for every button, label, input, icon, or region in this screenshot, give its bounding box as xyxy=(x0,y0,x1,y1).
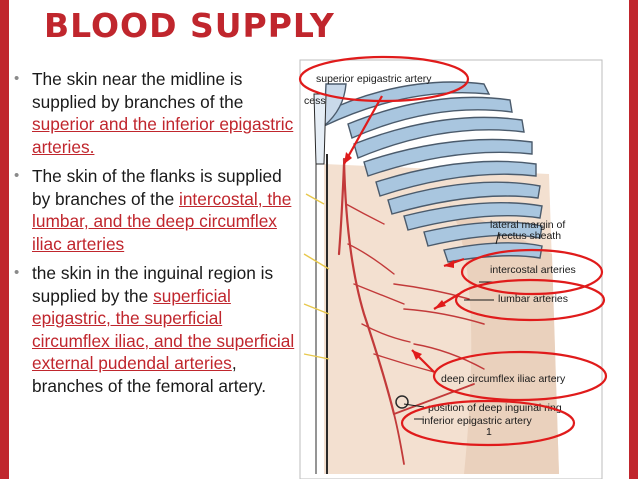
slide-title: BLOOD SUPPLY xyxy=(44,6,335,45)
bullet-highlight: superior and the inferior epigastric art… xyxy=(32,114,294,157)
bullet-item: • The skin near the midline is supplied … xyxy=(14,68,296,158)
right-accent-bar xyxy=(629,0,638,479)
superior-arrow xyxy=(343,95,383,165)
label-superior-epigastric: superior epigastric artery xyxy=(316,73,432,85)
flank-shading xyxy=(449,204,559,474)
label-inferior-epigastric: inferior epigastric artery xyxy=(422,415,532,427)
label-deep-circumflex: deep circumflex iliac artery xyxy=(441,373,566,385)
label-position-ring: position of deep inguinal ring xyxy=(428,402,562,414)
superior-ellipse xyxy=(298,55,470,103)
abdominal-wall-illustration: superior epigastric artery cess lateral … xyxy=(298,55,608,479)
deep-circumflex-ellipse xyxy=(432,350,608,402)
bullet-text: The skin near the midline is supplied by… xyxy=(32,69,244,112)
bullet-highlight: intercostal, the lumbar, and the deep ci… xyxy=(32,188,292,254)
bullet-item: • The skin of the flanks is supplied by … xyxy=(14,165,296,255)
inferior-ellipse xyxy=(400,399,576,447)
bullet-dot-icon: • xyxy=(14,70,20,87)
bullet-text: the skin in the inguinal region is suppl… xyxy=(32,263,274,306)
label-lateral-margin-2: rectus sheath xyxy=(498,230,561,242)
bullet-dot-icon: • xyxy=(14,167,20,184)
rib-cage xyxy=(319,81,543,263)
label-one: 1 xyxy=(486,426,492,438)
bullet-item: • the skin in the inguinal region is sup… xyxy=(14,262,296,397)
annotations xyxy=(298,55,608,447)
label-intercostal: intercostal arteries xyxy=(490,264,576,276)
figure-labels: superior epigastric artery cess lateral … xyxy=(304,73,576,438)
label-lateral-margin-1: lateral margin of xyxy=(490,219,565,231)
lumbar-ellipse xyxy=(454,278,606,322)
nerves xyxy=(303,193,330,360)
arteries xyxy=(337,157,485,465)
bullet-list: • The skin near the midline is supplied … xyxy=(14,68,296,404)
intercostal-ellipse xyxy=(460,248,604,296)
bullet-tail: , branches of the femoral artery. xyxy=(32,353,267,396)
label-process: cess xyxy=(304,95,326,107)
left-accent-bar xyxy=(0,0,9,479)
arrow-heads xyxy=(344,152,454,360)
deep-inguinal-ring xyxy=(395,395,409,409)
bullet-highlight: superficial epigastric, the superficial … xyxy=(32,285,295,374)
bullet-dot-icon: • xyxy=(14,264,20,281)
label-lumbar: lumbar arteries xyxy=(498,293,568,305)
bullet-text: The skin of the flanks is supplied by br… xyxy=(32,166,282,209)
